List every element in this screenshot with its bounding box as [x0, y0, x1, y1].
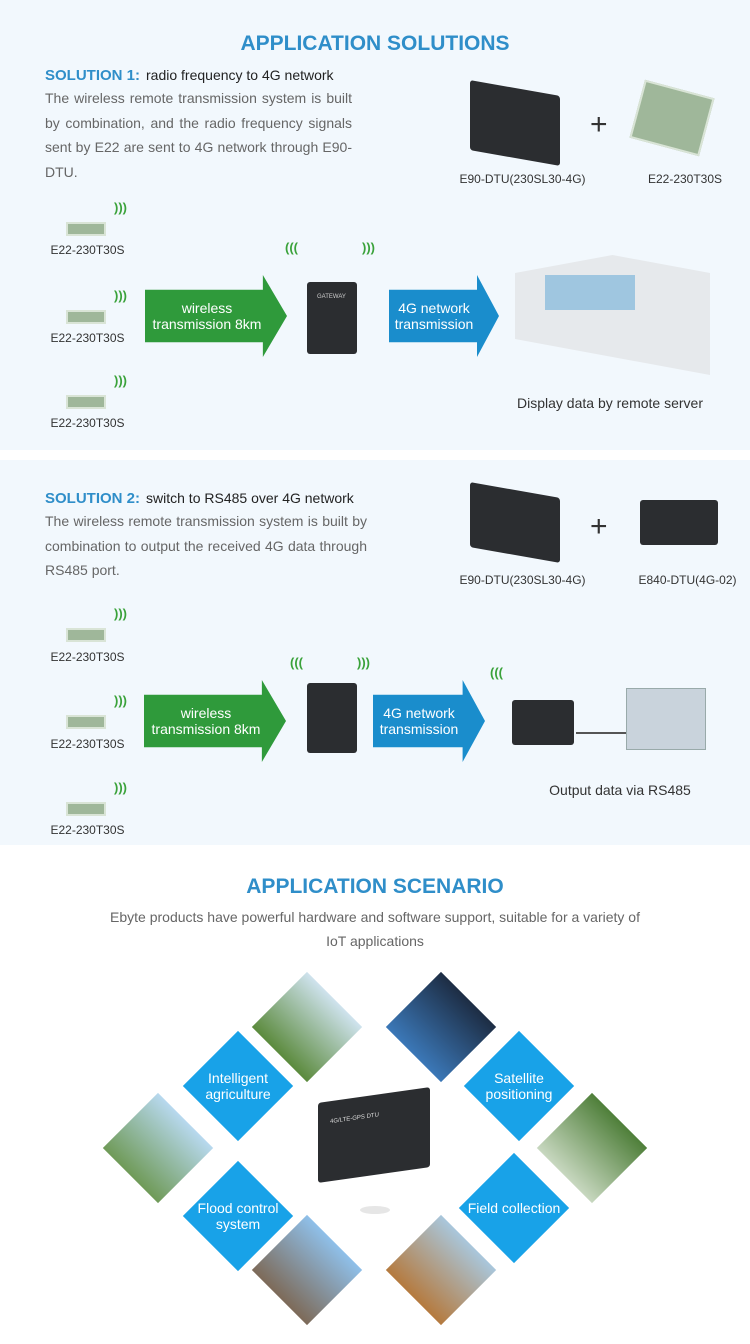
wifi-icon: ((( — [285, 240, 298, 255]
product-caption: E90-DTU(230SL30-4G) — [459, 573, 586, 587]
node-caption: E22-230T30S — [50, 823, 125, 837]
result-caption: Display data by remote server — [517, 395, 703, 411]
product-caption: E22-230T30S — [647, 172, 723, 186]
rs485-cable — [576, 732, 626, 734]
node-caption: E22-230T30S — [50, 737, 125, 751]
river-photo — [102, 1092, 214, 1204]
village-photo — [385, 1214, 497, 1326]
solution-tag: SOLUTION 1: — [45, 67, 141, 84]
scenario-desc: Ebyte products have powerful hardware an… — [110, 909, 640, 949]
scenario-title: APPLICATION SCENARIO — [246, 875, 504, 898]
wifi-icon: ((( — [290, 655, 303, 670]
dtu-device-image: 4G/LTE-GPS DTU — [318, 1087, 430, 1183]
plc-controller-image — [626, 688, 706, 750]
node-module-image — [66, 222, 106, 236]
solution-2-panel — [0, 460, 750, 845]
wifi-icon: ))) — [114, 780, 127, 795]
device-label: 4G/LTE-GPS DTU — [330, 1112, 379, 1126]
node-caption: E22-230T30S — [50, 243, 125, 257]
e840-dtu-image — [512, 700, 574, 745]
solutions-title: APPLICATION SOLUTIONS — [240, 32, 510, 55]
arrow-label: 4G network transmission — [379, 705, 459, 737]
scenario-agriculture: Intelligent agriculture — [205, 1070, 271, 1102]
node-module-image — [66, 628, 106, 642]
node-module-image — [66, 802, 106, 816]
wifi-icon: ))) — [362, 240, 375, 255]
solution-subtitle: radio frequency to 4G network — [146, 67, 334, 83]
wifi-icon: ((( — [490, 665, 503, 680]
gateway-device-image: GATEWAY — [307, 282, 357, 354]
node-caption: E22-230T30S — [50, 650, 125, 664]
device-shadow — [360, 1206, 390, 1214]
arrow-label: wireless transmission 8km — [151, 705, 261, 737]
wifi-icon: ))) — [114, 693, 127, 708]
solution-tag: SOLUTION 2: — [45, 490, 141, 507]
scenario-satellite: Satellite positioning — [485, 1070, 553, 1102]
product-caption: E90-DTU(230SL30-4G) — [459, 172, 586, 186]
satellite-photo — [385, 971, 497, 1083]
scenario-flood: Flood control system — [197, 1200, 279, 1232]
scenario-field: Field collection — [467, 1200, 561, 1216]
wifi-icon: ))) — [114, 200, 127, 215]
node-caption: E22-230T30S — [50, 416, 125, 430]
product-caption: E840-DTU(4G-02) — [638, 573, 737, 587]
wifi-icon: ))) — [114, 606, 127, 621]
wifi-icon: ))) — [357, 655, 370, 670]
solution-2-desc: The wireless remote transmission system … — [45, 513, 367, 578]
wifi-icon: ))) — [114, 288, 127, 303]
arrow-label: wireless transmission 8km — [152, 300, 262, 332]
plus-icon: + — [590, 510, 608, 543]
solution-2-heading: SOLUTION 2: switch to RS485 over 4G netwo… — [45, 490, 354, 507]
solution-subtitle: switch to RS485 over 4G network — [146, 490, 354, 506]
e840-dtu-image — [640, 500, 718, 545]
gateway-device-image — [307, 683, 357, 753]
wifi-icon: ))) — [114, 373, 127, 388]
arrow-label: 4G network transmission — [394, 300, 474, 332]
node-caption: E22-230T30S — [50, 331, 125, 345]
node-module-image — [66, 395, 106, 409]
node-module-image — [66, 715, 106, 729]
solution-1-heading: SOLUTION 1: radio frequency to 4G network — [45, 67, 334, 84]
gateway-label: GATEWAY — [317, 294, 346, 300]
node-module-image — [66, 310, 106, 324]
solution-1-panel — [0, 0, 750, 450]
train-photo — [536, 1092, 648, 1204]
solution-1-desc: The wireless remote transmission system … — [45, 90, 352, 180]
result-caption: Output data via RS485 — [549, 782, 691, 798]
plus-icon: + — [590, 108, 608, 141]
